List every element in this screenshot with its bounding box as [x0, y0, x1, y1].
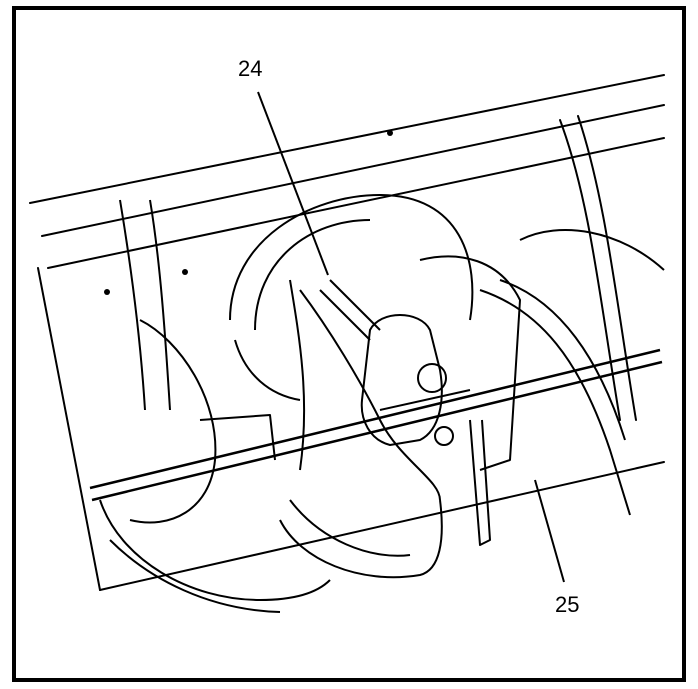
impeller-disc [229, 193, 474, 401]
callout-label-24: 24 [238, 56, 263, 81]
leader-24 [257, 91, 329, 276]
callout-label-25: 25 [555, 592, 580, 617]
middle-auger-flight [279, 279, 443, 579]
right-auger-flight [419, 229, 665, 546]
illustration-border [12, 6, 686, 682]
housing-panel [29, 74, 665, 591]
rivet-holes [104, 130, 393, 295]
leader-25 [534, 479, 565, 583]
auger-shaft [89, 348, 663, 502]
left-auger-flight [99, 199, 331, 613]
callout-leaders [257, 91, 565, 583]
gearbox [319, 279, 471, 446]
